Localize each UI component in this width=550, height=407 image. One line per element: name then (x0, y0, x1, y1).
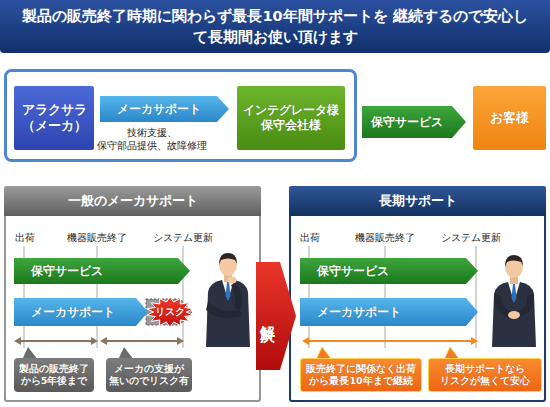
customer-box: お客様 (473, 86, 546, 150)
bracket-head (91, 337, 98, 345)
arrow-band (300, 298, 478, 326)
hair (505, 255, 523, 267)
maker-box: アラクサラ （メーカ） (14, 86, 94, 150)
burst (147, 297, 194, 327)
span-bracket (105, 340, 179, 342)
shirt (508, 282, 520, 302)
node-text: 保守サービス (28, 264, 106, 279)
note-label: 機器販売終了 (348, 232, 422, 245)
node-text: メーカの支援が 無いのでリスク有 (106, 363, 192, 387)
service-band: 保守サービス (14, 258, 190, 284)
node-text: インテグレータ様 保守会社様 (237, 103, 345, 133)
suit (206, 280, 250, 347)
risk-burst: リスク (146, 297, 194, 327)
support-band: メーカサポート (14, 298, 148, 326)
callout-box: 長期サポートなら リスクが無くて安心 (428, 358, 542, 392)
integrator-box: インテグレータ様 保守会社様 (237, 86, 345, 150)
block-arrow (362, 106, 466, 138)
group-frame (6, 71, 356, 161)
arrow-label: メーカサポート (100, 96, 217, 122)
span-bracket (19, 340, 93, 342)
bracket-head (100, 337, 107, 345)
tie (512, 284, 517, 303)
callout-box: メーカの支援が 無いのでリスク有 (106, 358, 192, 392)
arrow-band (14, 298, 148, 326)
node-text: アラクサラ （メーカ） (14, 102, 94, 135)
title-banner: 製品の販売終了時期に関わらず最長10年間サポートを 継続するので安心して長期間お… (0, 0, 550, 53)
node-text: 製品の販売終了 から5年後まで (14, 363, 94, 387)
note-label: 出荷 (295, 232, 325, 245)
confident-businessman (492, 255, 536, 347)
arrow-band (14, 258, 190, 284)
node-text: 保守サービス (314, 264, 392, 279)
milestone-line (476, 246, 477, 348)
block-arrow (100, 96, 229, 122)
panel-heading: 長期サポート (289, 186, 546, 216)
node-text: メーカサポート (314, 305, 404, 320)
bracket-head (14, 337, 21, 345)
thinking-businessman (206, 253, 250, 347)
node-text: お客様 (487, 110, 532, 126)
callout-box: 製品の販売終了 から5年後まで (14, 358, 94, 392)
callout-box: 販売終了に関係なく出荷 から最長10年まで継続 (300, 358, 422, 392)
suit (492, 282, 536, 347)
node-text: 販売終了に関係なく出荷 から最長10年まで継続 (301, 363, 421, 387)
bracket-head (471, 337, 478, 345)
note-label: システム更新 (434, 232, 508, 245)
arrow-band (300, 258, 478, 284)
node-text: 長期サポートなら リスクが無くて安心 (429, 363, 541, 387)
support-band: メーカサポート (300, 298, 478, 326)
comparison-panel: 長期サポート保守サービスメーカサポート販売終了に関係なく出荷 から最長10年まで… (289, 186, 546, 402)
hand (228, 277, 237, 284)
bracket-head (177, 337, 184, 345)
arrow-label: 解決 (256, 262, 280, 370)
hand (508, 311, 520, 319)
note-label: 出荷 (10, 232, 40, 245)
head (219, 254, 237, 276)
arrow-label: 保守サービス (362, 106, 452, 138)
note-label: システム更新 (146, 232, 220, 245)
bracket-head (302, 337, 309, 345)
service-band: 保守サービス (300, 258, 478, 284)
comparison-panel: 一般のメーカサポート保守サービスメーカサポート リスク製品の販売終了 から5年後ま… (4, 186, 261, 402)
note-label: 機器販売終了 (60, 232, 134, 245)
hair (219, 253, 237, 265)
arm (231, 283, 242, 310)
panel-heading: 一般のメーカサポート (4, 186, 261, 216)
note-label: 技術支援、 保守部品提供、故障修理 (94, 127, 210, 152)
tie (226, 282, 231, 301)
milestone-line (183, 246, 184, 348)
block-arrow (256, 262, 296, 370)
span-bracket (307, 340, 473, 342)
node-text: メーカサポート (28, 305, 118, 320)
node-text: リスク (152, 306, 188, 319)
head (505, 256, 523, 278)
